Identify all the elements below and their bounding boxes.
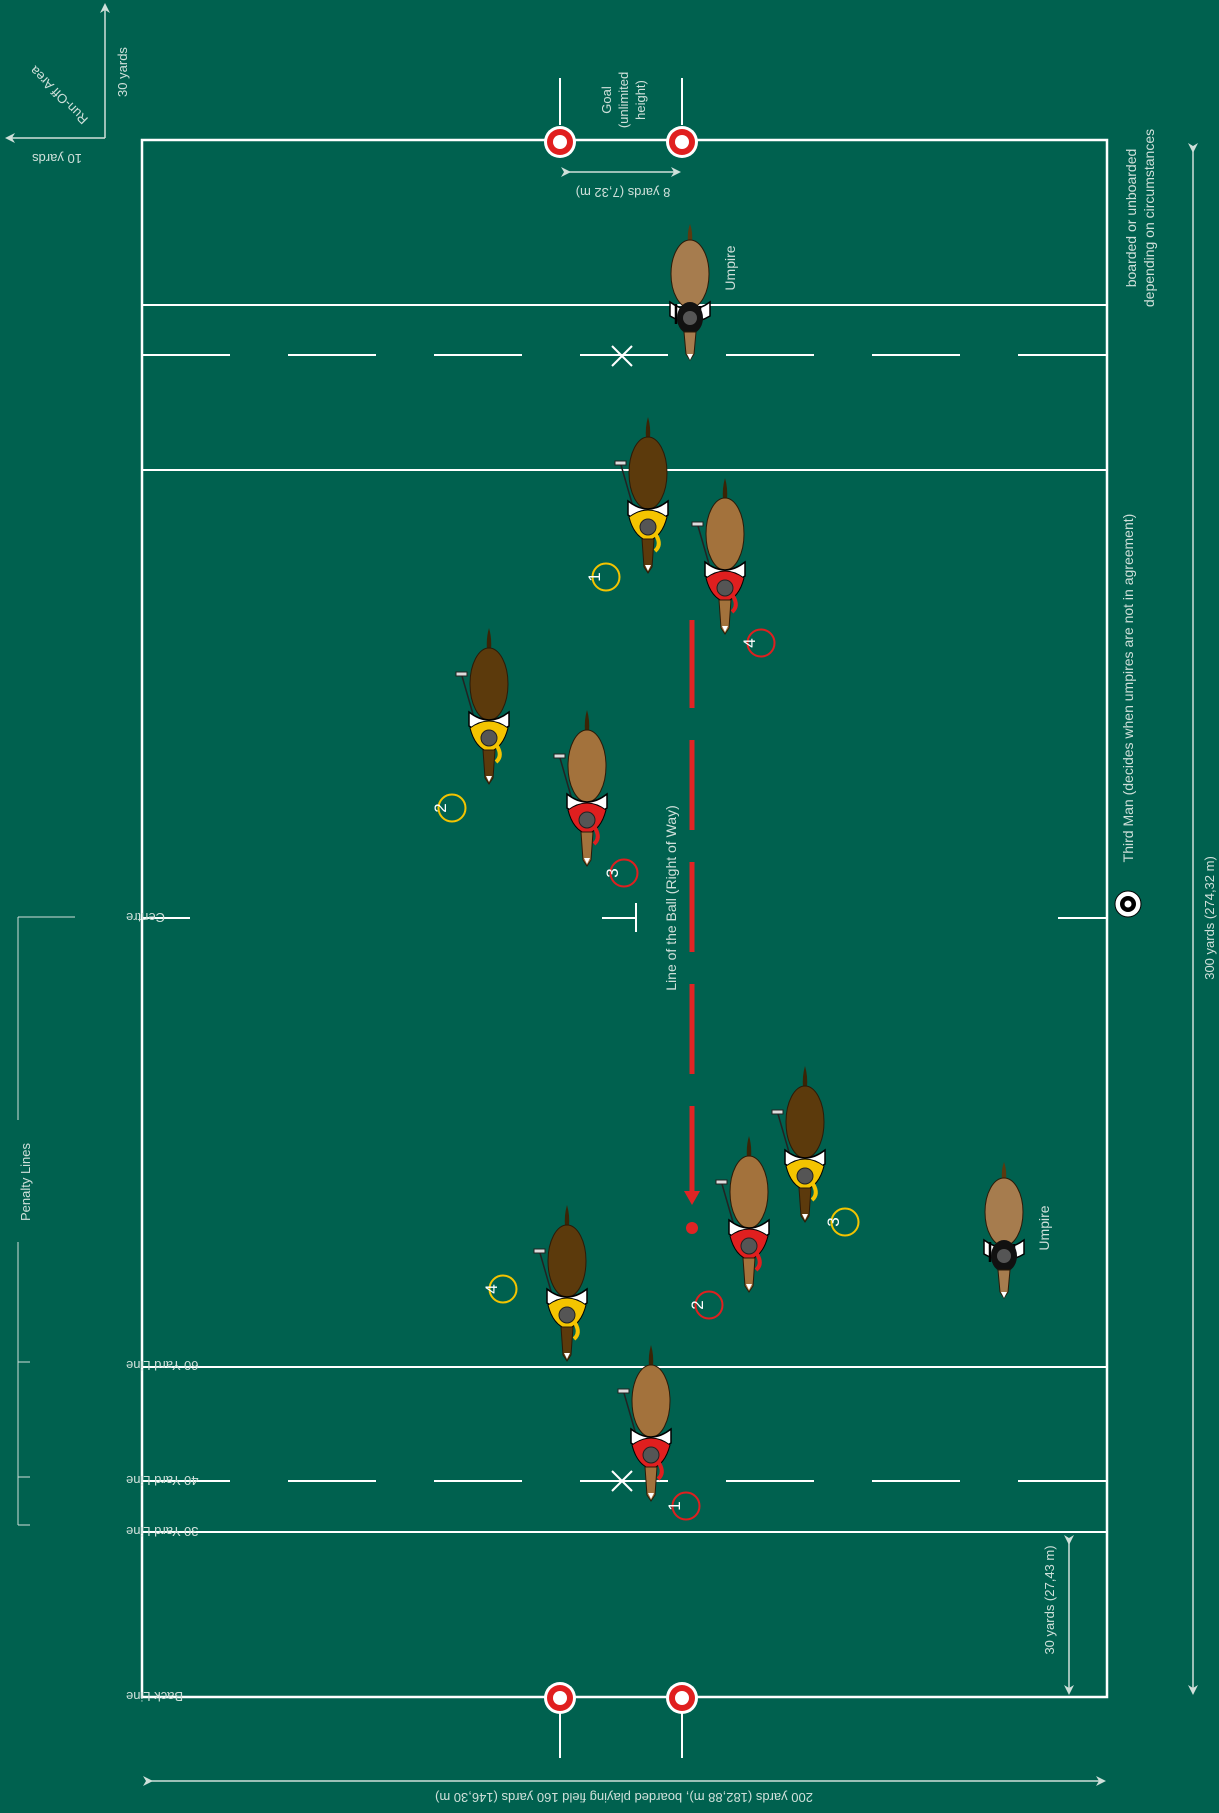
player-number: 4: [482, 1284, 501, 1293]
goal-post-icon: [666, 126, 698, 158]
player-number: 2: [688, 1300, 707, 1309]
boarded-label-1: boarded or unboarded: [1123, 149, 1139, 288]
ball-icon: [686, 1222, 698, 1234]
third-man-icon: [1115, 891, 1141, 917]
player-number: 3: [603, 868, 622, 877]
yard30-label: 30 Yard Line: [126, 1524, 199, 1539]
length-label: 300 yards (274,32 m): [1202, 856, 1217, 980]
runoff-30-label: 30 yards: [115, 47, 130, 97]
centre-label: Centre: [126, 910, 165, 925]
svg-text:height): height): [633, 80, 648, 120]
goal-post-icon: [544, 126, 576, 158]
svg-text:(unlimited: (unlimited: [616, 72, 631, 128]
boarded-label-2: depending on circumstances: [1141, 129, 1157, 307]
width-label: 200 yards (182,88 m), boarded playing fi…: [435, 1790, 813, 1805]
yard60-label: 60 Yard Line: [126, 1358, 199, 1373]
line-of-ball-label: Line of the Ball (Right of Way): [663, 805, 679, 990]
player-number: 4: [740, 638, 759, 647]
runoff-10-label: 10 yards: [32, 151, 82, 166]
player-number: 2: [431, 803, 450, 812]
svg-text:Goal: Goal: [599, 86, 614, 114]
third-man-label: Third Man (decides when umpires are not …: [1120, 514, 1136, 863]
umpire-bottom-label: Umpire: [1036, 1205, 1052, 1250]
player-number: 3: [824, 1217, 843, 1226]
thirty-depth-label: 30 yards (27,43 m): [1042, 1545, 1057, 1654]
yard40-label: 40 Yard Line: [126, 1473, 199, 1488]
player-number: 1: [585, 572, 604, 581]
back-line-label: Back Line: [126, 1689, 183, 1704]
goal-post-icon: [544, 1682, 576, 1714]
goal-width-label: 8 yards (7,32 m): [576, 185, 671, 200]
umpire-top-label: Umpire: [722, 245, 738, 290]
player-number: 1: [665, 1501, 684, 1510]
penalty-lines-label: Penalty Lines: [18, 1142, 33, 1221]
goal-post-icon: [666, 1682, 698, 1714]
